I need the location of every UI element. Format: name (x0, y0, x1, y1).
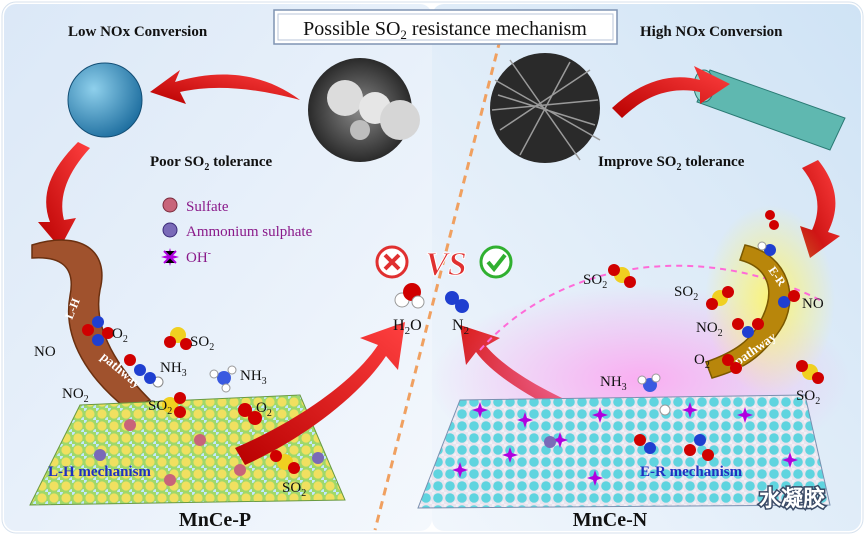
arrow-left-to-products (235, 322, 405, 465)
h2o-label: H2O (393, 317, 422, 337)
right-so2-label-a: SO2 (583, 272, 607, 291)
arrow-sem-to-sphere (150, 70, 300, 104)
er-path-dashed (479, 264, 821, 351)
right-molecules (544, 210, 824, 461)
left-molecules (82, 316, 324, 486)
legend-sulfate: Sulfate (186, 199, 229, 215)
right-o2-label: O2 (694, 352, 710, 371)
arrow-sem-to-cylinder (612, 66, 730, 118)
title-text: Possible SO2 resistance mechanism (303, 18, 587, 42)
sem-nanofiber-image (490, 53, 601, 163)
left-o2-label-b: O2 (256, 400, 272, 419)
left-so2-label-b: SO2 (148, 398, 172, 417)
mnce-n-label: MnCe-N (573, 509, 648, 531)
left-no2-label: NO2 (62, 386, 89, 405)
left-nh3-label-a: NH3 (160, 360, 187, 379)
left-so2-label-a: SO2 (190, 334, 214, 353)
check-icon (479, 245, 513, 279)
er-mechanism-label: E-R mechanism (640, 464, 743, 480)
arrow-sphere-down (38, 142, 90, 248)
vs-label: VS (425, 246, 467, 283)
oh-star-icon (161, 248, 179, 266)
left-so2-label-c: SO2 (282, 480, 306, 499)
right-so2-label-c: SO2 (796, 388, 820, 407)
left-o2-label: O2 (112, 326, 128, 345)
title-box: Possible SO2 resistance mechanism (273, 9, 618, 45)
right-tolerance-text: Improve SO2 tolerance (598, 154, 745, 173)
right-heading: High NOx Conversion (640, 24, 783, 40)
sulfate-icon (162, 197, 178, 213)
right-nh3-label: NH3 (600, 374, 627, 393)
lh-mechanism-label: L-H mechanism (48, 464, 151, 480)
left-nh3-label-b: NH3 (240, 368, 267, 387)
legend-ammonium-sulphate: Ammonium sulphate (186, 224, 313, 240)
legend: Sulfate Ammonium sulphate OH- (161, 197, 313, 266)
vs-badge: VS (375, 245, 513, 284)
products (394, 283, 469, 313)
sem-particles-image (308, 58, 420, 162)
divider-line (373, 39, 502, 531)
porous-sphere-image (67, 62, 143, 138)
right-no-label: NO (802, 296, 824, 312)
oh-stars (452, 402, 798, 486)
left-tolerance-text: Poor SO2 tolerance (150, 154, 273, 173)
ammonium-sulphate-icon (162, 222, 178, 238)
mnce-p-label: MnCe-P (179, 509, 251, 531)
legend-oh: OH- (186, 248, 211, 266)
mnce-n-surface (417, 394, 831, 509)
mnce-p-surface (29, 394, 346, 506)
left-heading: Low NOx Conversion (68, 24, 208, 40)
right-no2-label: NO2 (696, 320, 723, 339)
watermark: 水凝胶 (759, 486, 825, 512)
left-no-label: NO (34, 344, 56, 360)
right-so2-label-b: SO2 (674, 284, 698, 303)
